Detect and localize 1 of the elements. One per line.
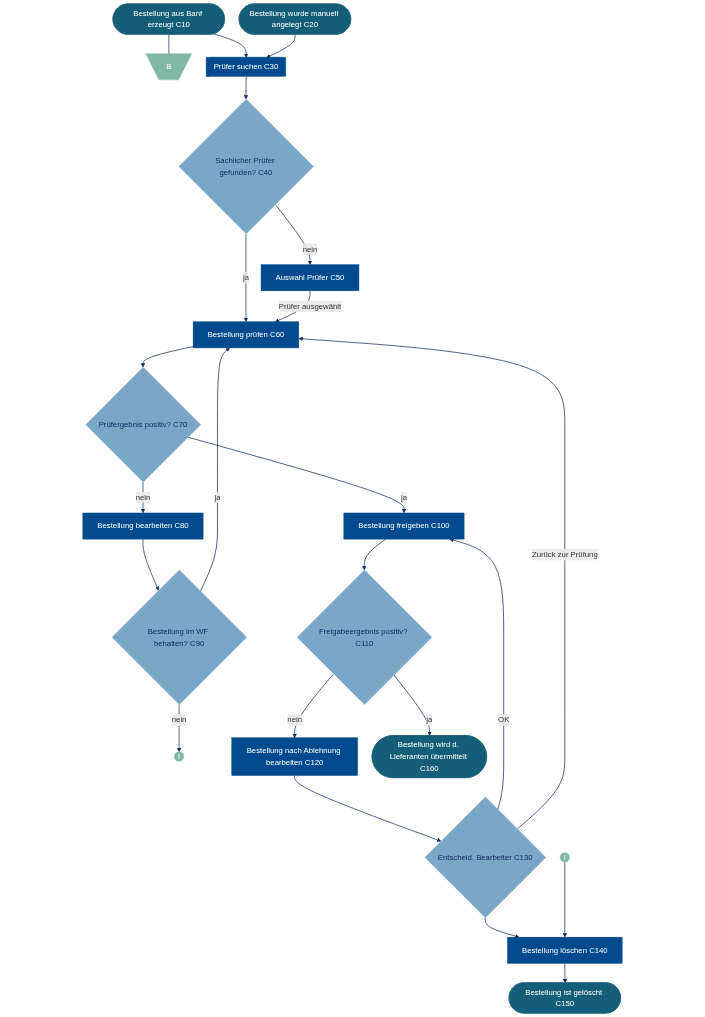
connector <box>168 34 170 55</box>
